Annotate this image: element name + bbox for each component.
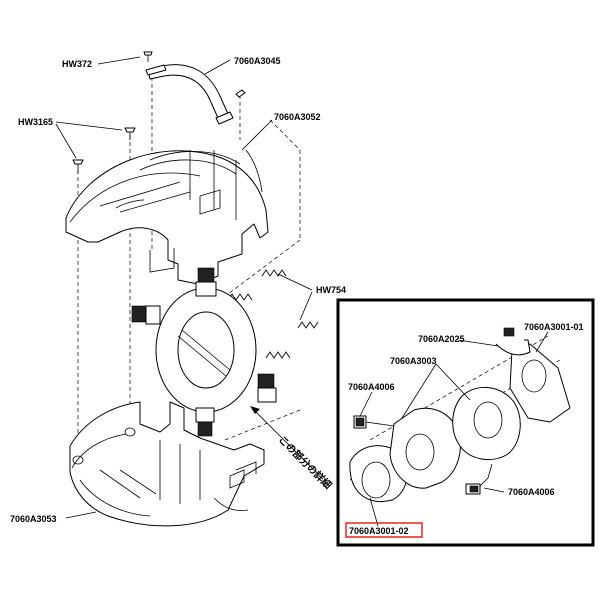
strap-7060a3045 [145, 64, 246, 125]
label-7060a2025: 7060A2025 [418, 334, 465, 344]
disk-7060a3001-01 [509, 343, 571, 423]
screw-hw3165-2 [72, 159, 84, 174]
leader-lines [55, 56, 313, 519]
label-hw372: HW372 [62, 59, 92, 69]
upper-housing-7060a3052 [65, 149, 269, 285]
label-7060a4006-right: 7060A4006 [508, 487, 555, 497]
label-7060a3001-01: 7060A3001-01 [524, 322, 584, 332]
disk-7060a3003-a [389, 407, 461, 489]
label-hw754: HW754 [316, 285, 346, 295]
highlight-box [345, 522, 423, 538]
tab-7060a4006-left [353, 415, 395, 429]
lower-housing-7060a3053 [69, 401, 265, 527]
screw-hw3165-1 [124, 127, 136, 140]
label-7060a3052: 7060A3052 [274, 112, 321, 122]
label-7060a3045: 7060A3045 [234, 56, 281, 66]
detail-note: この部分の詳細 [276, 433, 335, 492]
label-7060a3001-02: 7060A3001-02 [349, 526, 409, 536]
screw-hw372 [143, 51, 153, 62]
disk-7060a3003-b [452, 386, 521, 461]
detail-arrow [250, 406, 319, 475]
label-7060a3003: 7060A3003 [390, 356, 437, 366]
label-7060a4006-left: 7060A4006 [348, 382, 395, 392]
lever-7060a2025 [495, 327, 531, 356]
label-hw3165: HW3165 [18, 117, 53, 127]
tab-7060a4006-right [465, 463, 493, 495]
detail-inset [336, 298, 595, 547]
label-7060a3053: 7060A3053 [10, 514, 57, 524]
springs-hw754 [227, 269, 319, 359]
shutter-ring-assembly [131, 267, 277, 437]
